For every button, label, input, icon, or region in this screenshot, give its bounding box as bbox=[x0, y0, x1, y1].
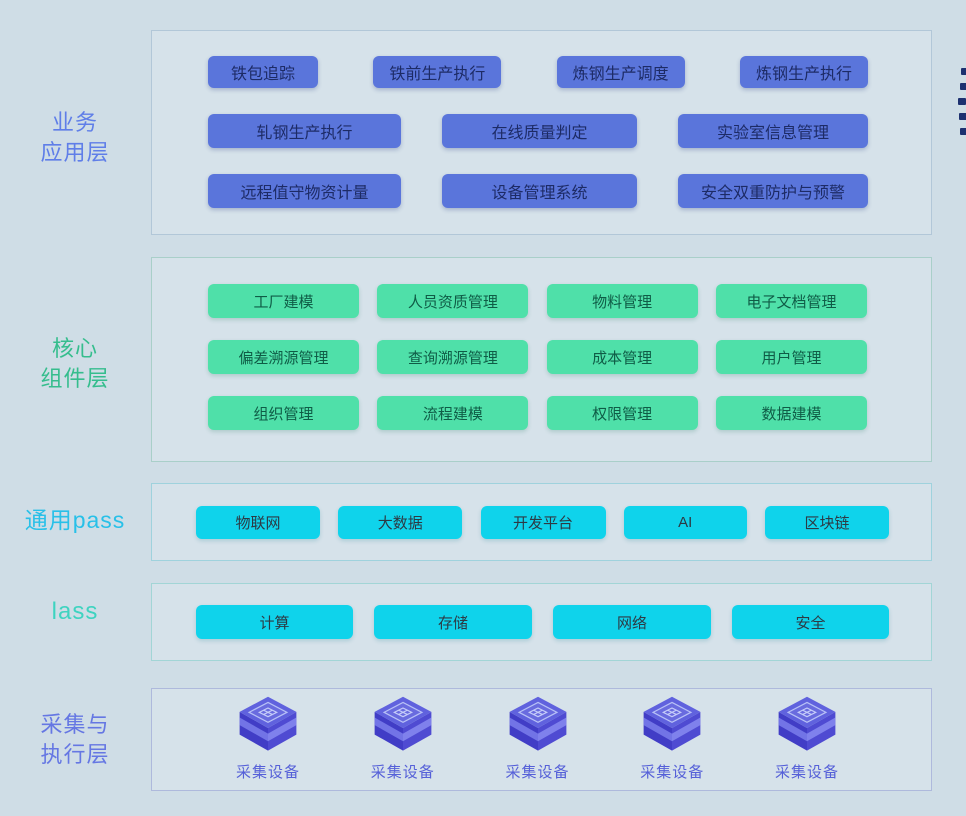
button-row: 远程值守物资计量 设备管理系统 安全双重防护与预警 bbox=[208, 174, 868, 208]
core-button[interactable]: 偏差溯源管理 bbox=[208, 340, 359, 374]
app-button[interactable]: 远程值守物资计量 bbox=[208, 174, 401, 208]
iso-cube-chip-icon bbox=[778, 696, 836, 751]
device-item: 采集设备 bbox=[616, 696, 728, 790]
button-row: 组织管理 流程建模 权限管理 数据建模 bbox=[208, 396, 867, 430]
core-button[interactable]: 工厂建模 bbox=[208, 284, 359, 318]
edge-square-decoration bbox=[959, 113, 966, 120]
layer-label-paas: 通用pass bbox=[24, 507, 126, 533]
edge-square-decoration bbox=[960, 128, 966, 135]
device-item: 采集设备 bbox=[212, 696, 324, 790]
iaas-button[interactable]: 计算 bbox=[196, 605, 353, 639]
paas-button[interactable]: AI bbox=[623, 505, 747, 539]
button-row: 工厂建模 人员资质管理 物料管理 电子文档管理 bbox=[208, 284, 867, 318]
device-label: 采集设备 bbox=[640, 764, 705, 781]
app-button[interactable]: 实验室信息管理 bbox=[678, 114, 868, 148]
app-button[interactable]: 轧钢生产执行 bbox=[208, 114, 401, 148]
device-label: 采集设备 bbox=[774, 764, 839, 781]
paas-button[interactable]: 区块链 bbox=[765, 505, 889, 539]
device-label: 采集设备 bbox=[505, 764, 570, 781]
layer-label-line: 组件层 bbox=[40, 366, 110, 391]
app-button[interactable]: 铁前生产执行 bbox=[373, 56, 502, 88]
iso-cube-chip-icon bbox=[643, 696, 701, 751]
button-row: 铁包追踪 铁前生产执行 炼钢生产调度 炼钢生产执行 bbox=[208, 56, 868, 88]
core-button[interactable]: 数据建模 bbox=[715, 396, 867, 430]
core-layer-panel: 工厂建模 人员资质管理 物料管理 电子文档管理 偏差溯源管理 查询溯源管理 成本… bbox=[151, 257, 932, 462]
device-label: 采集设备 bbox=[370, 764, 435, 781]
core-button[interactable]: 电子文档管理 bbox=[715, 284, 867, 318]
app-button[interactable]: 安全双重防护与预警 bbox=[678, 174, 868, 208]
layer-label-device: 采集与 执行层 bbox=[0, 710, 150, 770]
iaas-layer-panel: 计算 存储 网络 安全 bbox=[151, 583, 932, 661]
layer-label-iaas: lass bbox=[51, 598, 99, 625]
core-button[interactable]: 用户管理 bbox=[715, 340, 867, 374]
app-button[interactable]: 在线质量判定 bbox=[442, 114, 637, 148]
paas-button[interactable]: 开发平台 bbox=[480, 505, 606, 539]
iso-cube-chip-icon bbox=[374, 696, 432, 751]
iso-cube-chip-icon bbox=[509, 696, 566, 751]
layer-label-line: 应用层 bbox=[40, 140, 110, 165]
edge-square-decoration bbox=[960, 83, 966, 90]
iaas-button[interactable]: 安全 bbox=[732, 605, 889, 639]
core-button[interactable]: 组织管理 bbox=[208, 396, 359, 430]
paas-button[interactable]: 大数据 bbox=[338, 505, 463, 539]
app-button[interactable]: 设备管理系统 bbox=[442, 174, 637, 208]
button-row: 偏差溯源管理 查询溯源管理 成本管理 用户管理 bbox=[208, 340, 867, 374]
layer-label-core: 核心 组件层 bbox=[0, 334, 150, 394]
core-button[interactable]: 成本管理 bbox=[546, 340, 698, 374]
app-button[interactable]: 炼钢生产调度 bbox=[556, 56, 685, 88]
device-label: 采集设备 bbox=[235, 764, 300, 781]
business-layer-panel: 铁包追踪 铁前生产执行 炼钢生产调度 炼钢生产执行 轧钢生产执行 在线质量判定 … bbox=[151, 30, 932, 235]
layer-label-line: 执行层 bbox=[40, 742, 110, 767]
device-item: 采集设备 bbox=[347, 696, 459, 790]
iaas-button[interactable]: 网络 bbox=[553, 605, 711, 639]
core-button[interactable]: 物料管理 bbox=[546, 284, 698, 318]
device-layer-panel: 采集设备 采集设备 bbox=[151, 688, 932, 791]
layer-label-line: 业务 bbox=[51, 110, 98, 135]
edge-square-decoration bbox=[961, 68, 966, 75]
iaas-button[interactable]: 存储 bbox=[374, 605, 532, 639]
paas-layer-panel: 物联网 大数据 开发平台 AI 区块链 bbox=[151, 483, 932, 561]
layer-label-line: 核心 bbox=[51, 336, 98, 361]
app-button[interactable]: 炼钢生产执行 bbox=[739, 56, 868, 88]
core-button[interactable]: 人员资质管理 bbox=[377, 284, 529, 318]
layer-label-business: 业务 应用层 bbox=[0, 108, 150, 168]
paas-button[interactable]: 物联网 bbox=[196, 505, 320, 539]
layer-label-line: 采集与 bbox=[40, 712, 110, 737]
core-button[interactable]: 查询溯源管理 bbox=[377, 340, 529, 374]
device-item: 采集设备 bbox=[482, 696, 594, 790]
device-item: 采集设备 bbox=[751, 696, 863, 790]
core-button[interactable]: 流程建模 bbox=[377, 396, 529, 430]
core-button[interactable]: 权限管理 bbox=[546, 396, 698, 430]
edge-square-decoration bbox=[958, 98, 966, 105]
iso-cube-chip-icon bbox=[239, 696, 297, 751]
button-row: 轧钢生产执行 在线质量判定 实验室信息管理 bbox=[208, 114, 868, 148]
app-button[interactable]: 铁包追踪 bbox=[208, 56, 318, 88]
